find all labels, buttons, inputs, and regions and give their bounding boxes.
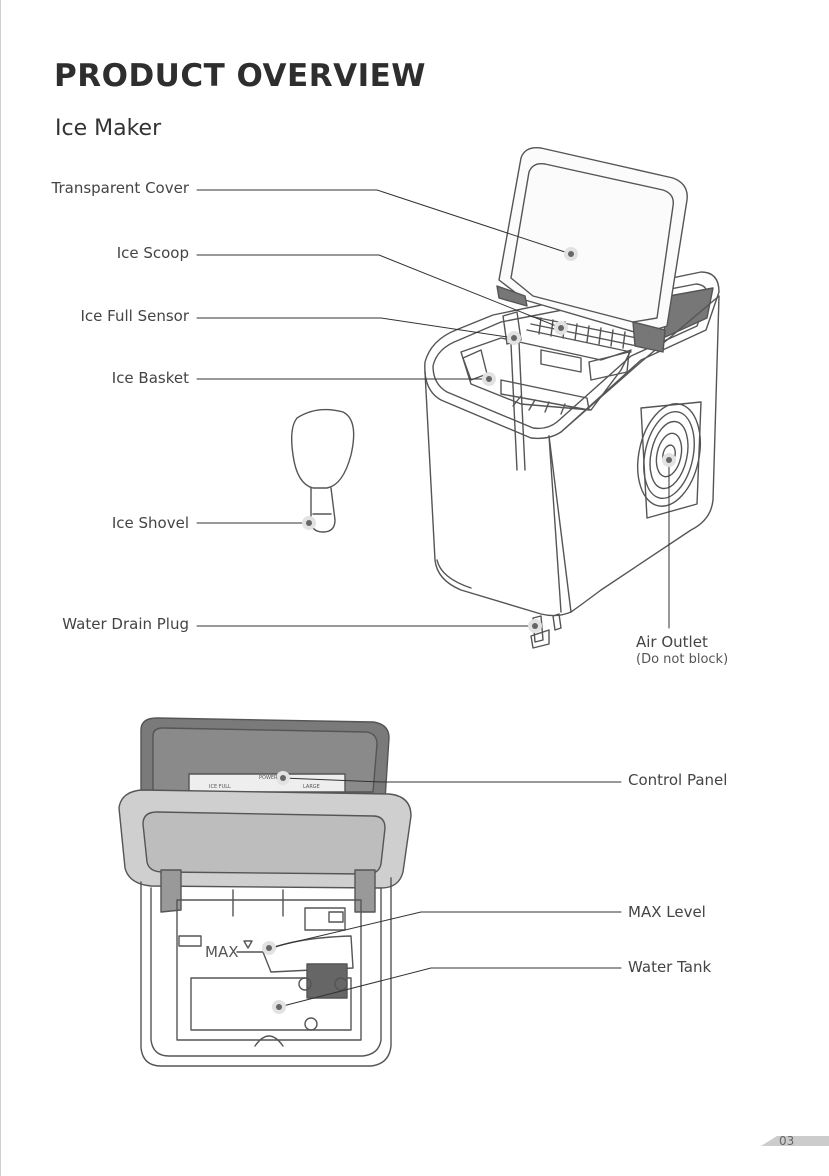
ice-shovel-illustration bbox=[292, 410, 354, 532]
ice-full-mark: ICE FULL bbox=[209, 784, 231, 790]
callout-dots bbox=[262, 247, 676, 1014]
ice-maker-body-illustration bbox=[425, 148, 719, 648]
page-number: 03 bbox=[779, 1134, 794, 1148]
power-mark: POWER bbox=[259, 775, 278, 781]
large-mark: LARGE bbox=[303, 784, 320, 790]
page-tab-right bbox=[801, 1136, 829, 1146]
ice-maker-top-view-illustration bbox=[119, 718, 411, 1066]
max-mark: MAX bbox=[205, 943, 238, 961]
